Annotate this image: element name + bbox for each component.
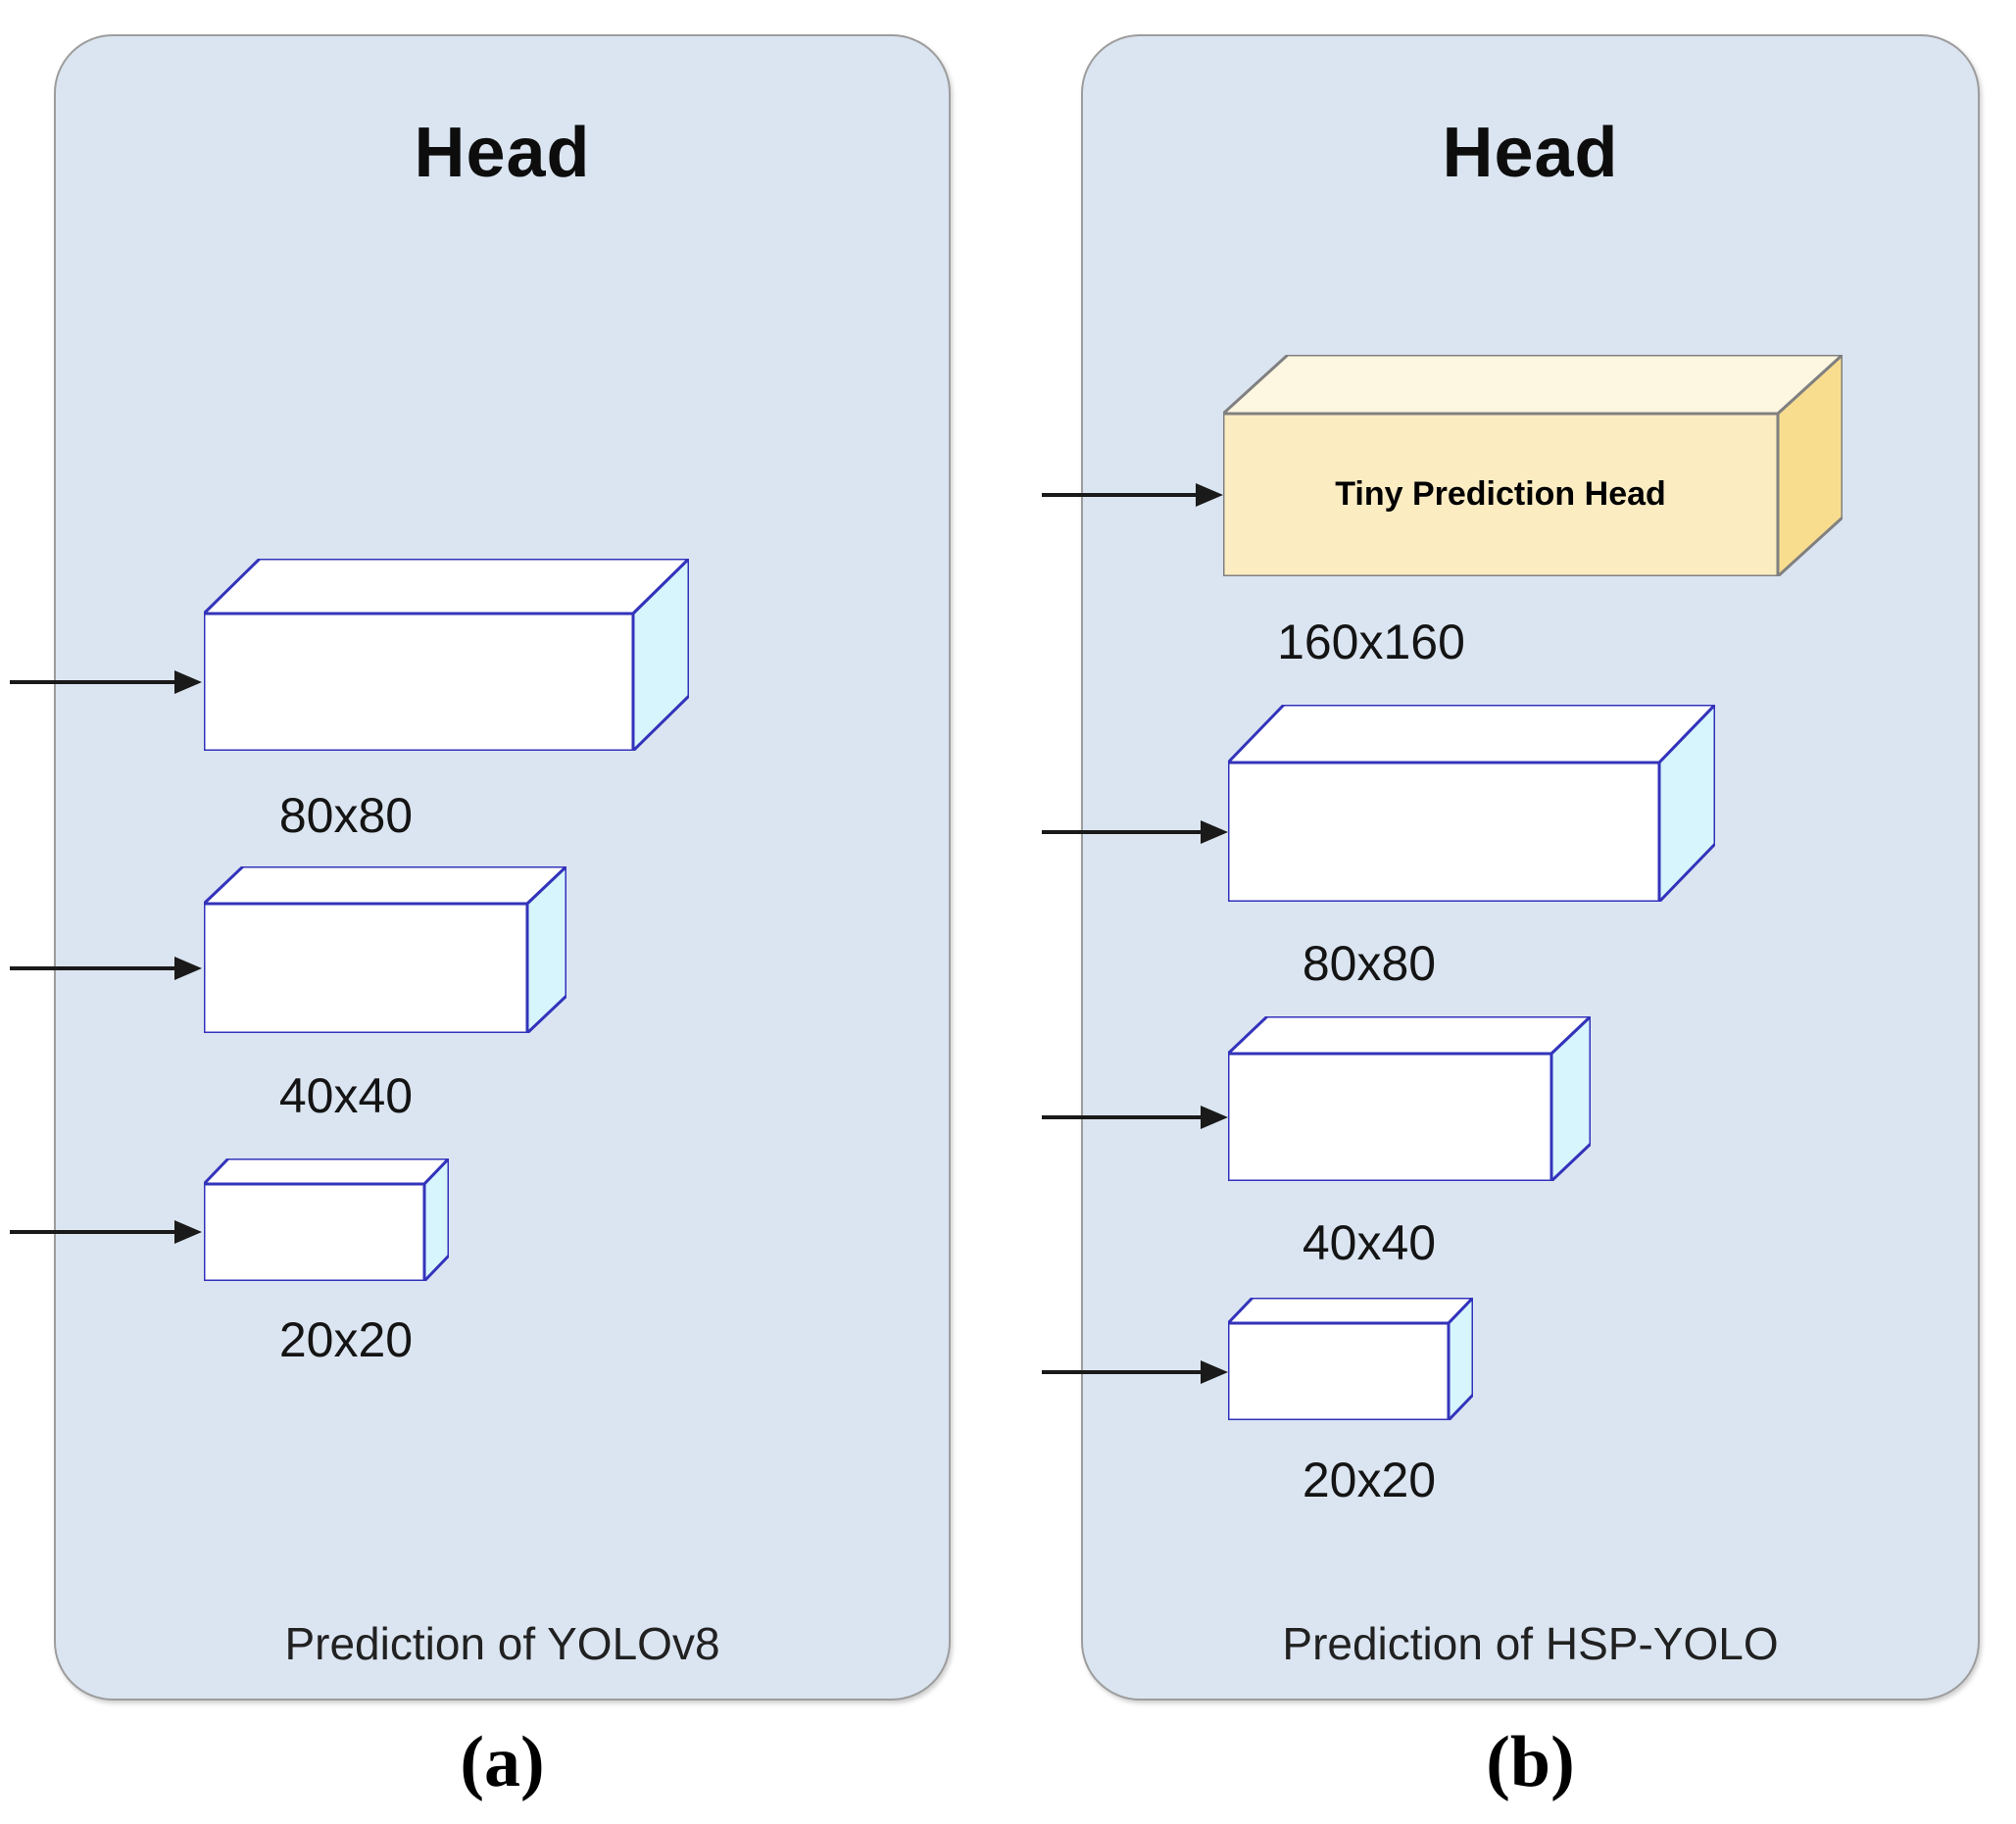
tiny-prediction-head-label: Tiny Prediction Head [1335,475,1666,514]
figure-label-a: (a) [460,1722,545,1802]
feature-box-a-80x80 [204,559,689,751]
panel-a-caption: Prediction of YOLOv8 [284,1618,720,1669]
size-label-a-20x20: 20x20 [278,1312,414,1367]
feature-box-b-20x20 [1228,1298,1473,1420]
input-arrow-icon [1042,820,1228,844]
input-arrow-icon [1042,1360,1228,1384]
size-label-b-20x20: 20x20 [1302,1453,1437,1507]
feature-box-b-40x40 [1228,1016,1591,1181]
cuboid-icon [1228,705,1715,902]
size-label-b-40x40: 40x40 [1302,1215,1437,1270]
size-label-a-80x80: 80x80 [278,788,414,843]
panel-b-title: Head [1442,114,1619,192]
tiny-prediction-head-box: Tiny Prediction Head [1223,355,1843,576]
input-arrow-icon [10,1220,202,1244]
figure-label-b: (b) [1486,1722,1575,1802]
feature-box-b-80x80 [1228,705,1715,902]
size-label-b-80x80: 80x80 [1302,936,1437,991]
panel-a-title: Head [414,114,591,192]
cuboid-icon [204,559,689,751]
size-label-a-40x40: 40x40 [278,1068,414,1123]
feature-box-a-20x20 [204,1158,449,1281]
input-arrow-icon [10,670,202,694]
size-label-b-160x160: 160x160 [1277,615,1465,669]
input-arrow-icon [1042,1106,1228,1129]
cuboid-icon [1228,1016,1591,1181]
feature-box-a-40x40 [204,866,566,1033]
input-arrow-icon [10,957,202,980]
cuboid-icon [1223,355,1843,576]
input-arrow-icon [1042,483,1223,507]
cuboid-icon [204,1158,449,1281]
cuboid-icon [1228,1298,1473,1420]
cuboid-icon [204,866,566,1033]
panel-b-caption: Prediction of HSP-YOLO [1282,1618,1779,1669]
